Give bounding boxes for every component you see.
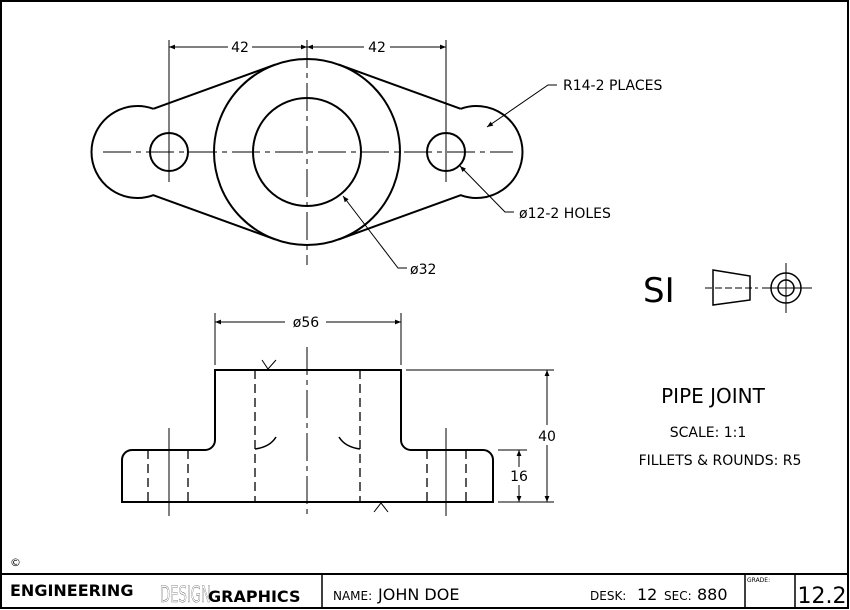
top-view: 42 42 R14-2 PLACES ø12-2 HOLES ø32 [90,40,662,278]
dim-base-height-16: 16 [510,469,528,485]
note-bore: ø32 [410,262,436,278]
name-label: NAME: [333,589,372,603]
brand-design: DESIGN [160,583,211,608]
drawing-title: PIPE JOINT [661,384,766,408]
copyright-mark: © [10,556,21,569]
desk-value: 12 [637,585,657,604]
name-value: JOHN DOE [377,585,459,604]
flange-outline [90,63,524,241]
leader-radius [486,84,557,128]
units-symbol: SI [643,271,675,311]
intersection-curves [254,436,361,450]
brand-graphics: GRAPHICS [208,587,300,606]
dim-42-left: 42 [231,40,249,56]
leader-bore [342,195,407,269]
brand-engineering: ENGINEERING [10,581,133,600]
dim-height-40: 40 [538,429,556,445]
note-radius: R14-2 PLACES [563,78,662,94]
sheet-number: 12.2 [798,584,847,609]
scale-note: SCALE: 1:1 [670,425,747,441]
cutting-plane-marks [261,359,389,513]
grade-label: GRADE: [747,577,770,584]
desk-label: DESK: [590,589,626,603]
third-angle-projection-icon [705,263,812,313]
note-holes: ø12-2 HOLES [519,206,611,222]
dim-boss-diameter: ø56 [293,315,319,331]
leader-holes [459,165,514,213]
fillets-note: FILLETS & ROUNDS: R5 [639,453,802,469]
part-outline [121,369,494,503]
title-block: ENGINEERING DESIGN GRAPHICS NAME: JOHN D… [1,573,849,609]
front-view: ø56 40 16 [121,313,559,516]
sec-label: SEC: [664,589,692,603]
sec-value: 880 [697,585,728,604]
dim-42-right: 42 [368,40,386,56]
